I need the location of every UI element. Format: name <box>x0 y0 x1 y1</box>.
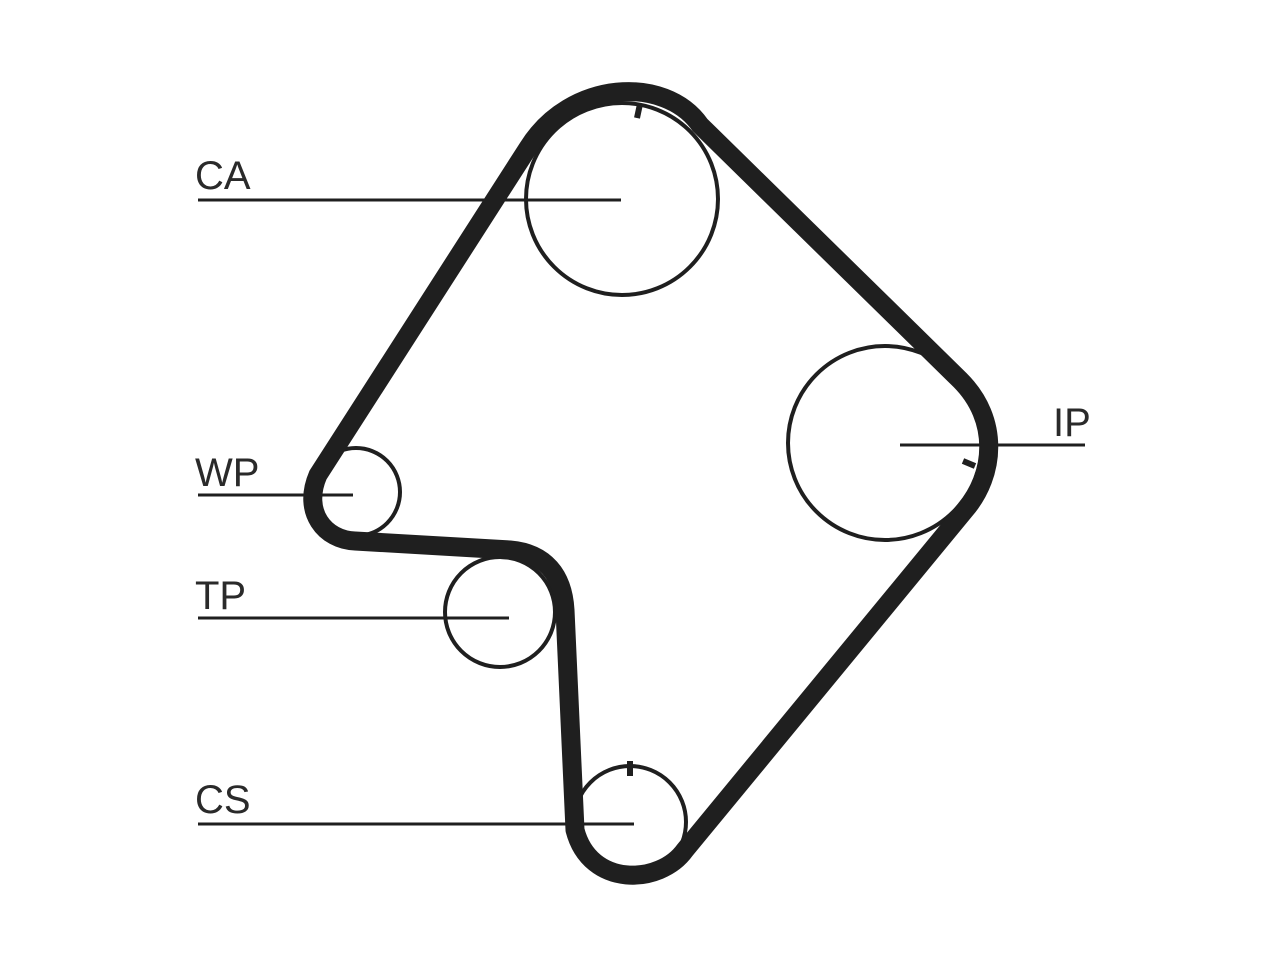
injection-pump-timing-mark <box>961 458 977 469</box>
tensioner-pulley <box>443 555 557 669</box>
label-ip: IP <box>1053 401 1091 445</box>
label-ca: CA <box>195 154 251 198</box>
label-cs: CS <box>195 778 251 822</box>
timing-belt <box>303 82 999 885</box>
label-tp: TP <box>195 574 246 618</box>
camshaft-timing-mark <box>634 103 643 119</box>
label-wp: WP <box>195 451 259 495</box>
